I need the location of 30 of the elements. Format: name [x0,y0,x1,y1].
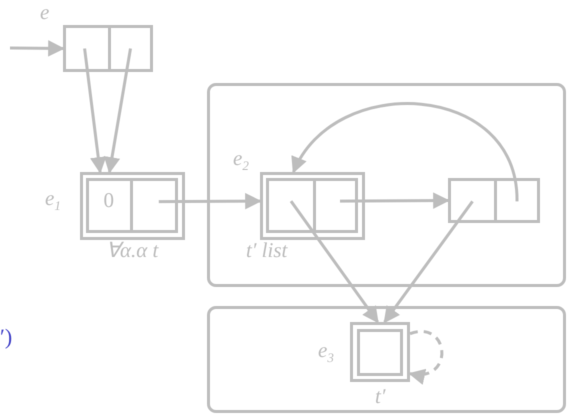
type-label: t′ [375,386,386,407]
field-cell [313,178,358,233]
field-cell [266,178,316,233]
pointer-arrow [10,40,65,57]
pointer-arrow [83,48,106,174]
pointer-arrow [292,102,518,202]
type-label: ∀α.α t [106,240,158,261]
cell-value: 0 [104,190,114,211]
field-cell [448,178,497,223]
dashed-arrow [408,330,444,384]
field-cell [494,178,540,223]
pointer-arrow [340,192,450,209]
pointer-arrow [383,200,474,324]
record-label: e$_{3}$ [318,340,334,364]
region-panel [207,306,566,413]
pointer-arrow [104,48,132,174]
cropped-text: ′) [0,324,12,350]
region-panel [207,83,566,287]
type-label: t′ list [246,240,288,261]
field-cell [63,25,111,72]
record-box [448,178,540,223]
field-cell [86,178,133,233]
field-cell [108,25,153,72]
record-label: e [40,2,50,23]
record-label: e$_{2}$ [233,148,249,172]
field-cell [130,178,178,233]
field-cell [357,329,403,376]
pointer-arrow [290,200,379,324]
pointer-arrow [158,192,262,210]
record-label: e$_{1}$ [45,188,61,212]
